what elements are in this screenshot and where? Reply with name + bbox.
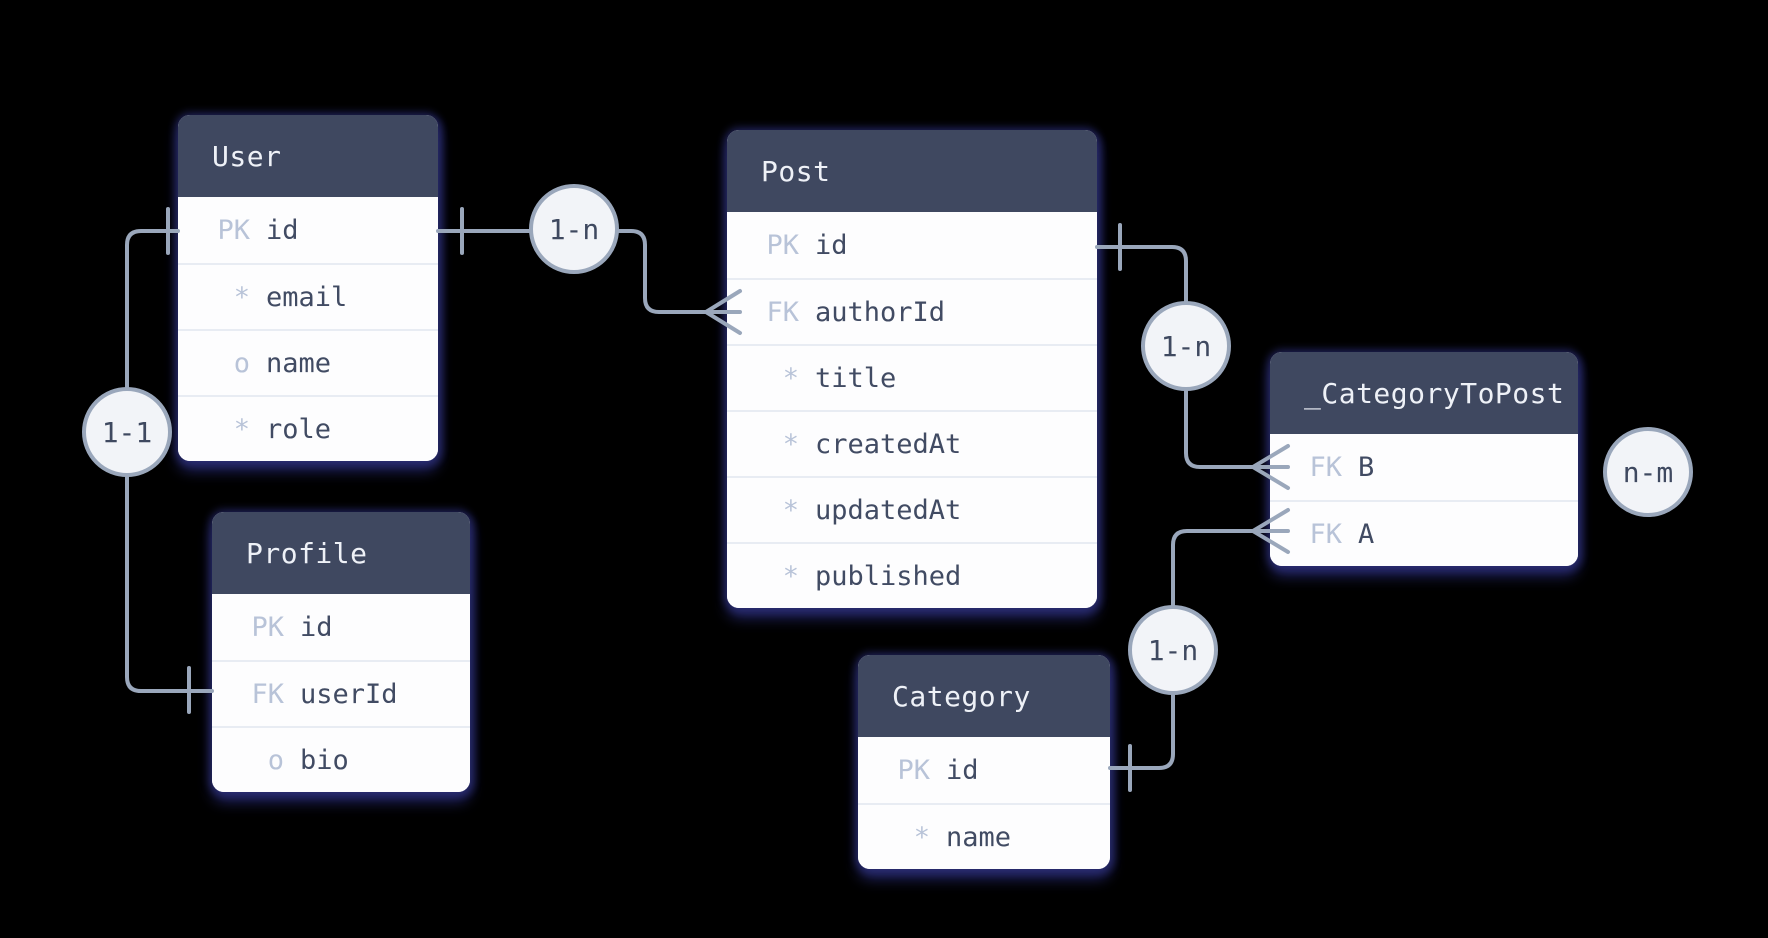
table-header: Category (858, 655, 1110, 737)
table-title: _CategoryToPost (1304, 376, 1565, 410)
cardinality-label: 1-1 (101, 415, 153, 449)
table-header: User (178, 115, 438, 197)
table-title: Category (892, 679, 1031, 713)
column-key-badge: * (782, 428, 799, 460)
table-title: User (212, 139, 282, 173)
column-key-badge: * (233, 281, 250, 313)
column-name: B (1358, 451, 1375, 483)
table-row: * role (178, 395, 438, 461)
column-key-badge: PK (766, 229, 799, 261)
column-name: title (815, 362, 897, 394)
column-name: name (266, 347, 332, 379)
column-key-badge: PK (897, 754, 930, 786)
column-key-badge: FK (766, 296, 799, 328)
table-title: Profile (246, 536, 368, 570)
column-name: userId (300, 678, 398, 710)
column-key-badge: FK (1309, 451, 1342, 483)
table-title: Post (761, 154, 831, 188)
table-row: * updatedAt (727, 476, 1097, 542)
table-row: FK userId (212, 660, 470, 726)
table-row: * createdAt (727, 410, 1097, 476)
table-row: * published (727, 542, 1097, 608)
table-row: FK A (1270, 500, 1578, 566)
table-row: * name (858, 803, 1110, 869)
column-key-badge: * (233, 413, 250, 445)
column-name: id (815, 229, 848, 261)
table-row: PK id (727, 212, 1097, 278)
column-key-badge: o (233, 347, 250, 379)
column-key-badge: FK (251, 678, 284, 710)
table-columns: FK B FK A (1270, 434, 1578, 566)
table-header: Post (727, 130, 1097, 212)
column-name: email (266, 281, 348, 313)
table-header: _CategoryToPost (1270, 352, 1578, 434)
column-name: authorId (815, 296, 946, 328)
table-columns: PK id * name (858, 737, 1110, 869)
entity-table-category-to-post: _CategoryToPost FK B FK A (1270, 352, 1578, 566)
column-key-badge: * (913, 821, 930, 853)
cardinality-label: n-m (1622, 455, 1674, 489)
table-row: * title (727, 344, 1097, 410)
column-key-badge: PK (217, 214, 250, 246)
column-key-badge: FK (1309, 518, 1342, 550)
table-row: * email (178, 263, 438, 329)
column-key-badge: * (782, 362, 799, 394)
column-name: id (266, 214, 299, 246)
column-name: id (300, 611, 333, 643)
entity-table-category: Category PK id * name (858, 655, 1110, 869)
cardinality-label: 1-n (1160, 329, 1212, 363)
cardinality-badge-category-categorytopost: 1-n (1128, 605, 1218, 695)
column-name: role (266, 413, 332, 445)
cardinality-label: 1-n (548, 212, 600, 246)
column-name: A (1358, 518, 1375, 550)
table-row: FK authorId (727, 278, 1097, 344)
column-name: updatedAt (815, 494, 962, 526)
column-key-badge: o (267, 744, 284, 776)
column-name: name (946, 821, 1012, 853)
table-row: PK id (178, 197, 438, 263)
cardinality-badge-n-m: n-m (1603, 427, 1693, 517)
column-name: id (946, 754, 979, 786)
table-header: Profile (212, 512, 470, 594)
cardinality-label: 1-n (1147, 633, 1199, 667)
column-name: createdAt (815, 428, 962, 460)
column-key-badge: * (782, 560, 799, 592)
table-row: PK id (212, 594, 470, 660)
cardinality-badge-user-post: 1-n (529, 184, 619, 274)
cardinality-badge-user-profile: 1-1 (82, 387, 172, 477)
cardinality-badge-post-categorytopost: 1-n (1141, 301, 1231, 391)
column-key-badge: PK (251, 611, 284, 643)
table-row: PK id (858, 737, 1110, 803)
column-name: bio (300, 744, 349, 776)
column-name: published (815, 560, 962, 592)
table-row: FK B (1270, 434, 1578, 500)
column-key-badge: * (782, 494, 799, 526)
